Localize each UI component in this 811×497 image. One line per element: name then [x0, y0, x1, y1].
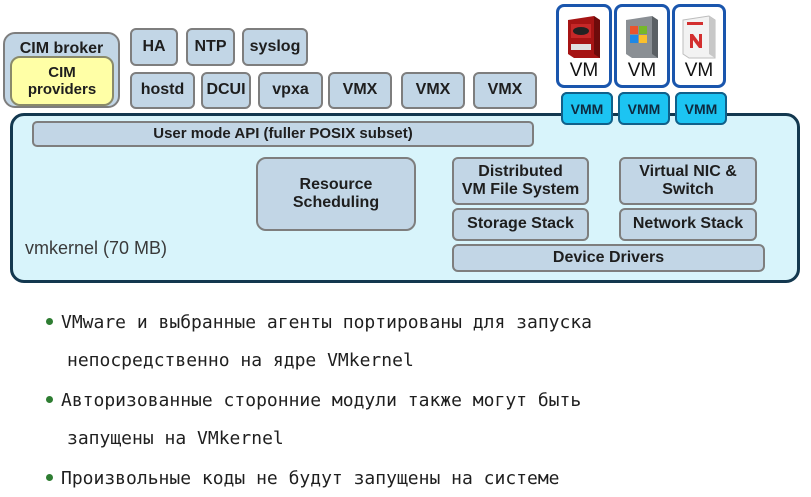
- dvfs-box: Distributed VM File System: [452, 157, 589, 205]
- storage-stack-box: Storage Stack: [452, 208, 589, 241]
- vmm-box-2-overlay: VMM: [618, 92, 670, 125]
- vmx-label: VMX: [342, 81, 378, 99]
- vm-label: VM: [684, 60, 714, 81]
- vm-card-3: VM: [672, 4, 726, 88]
- vpxa-box: vpxa: [258, 72, 323, 109]
- vmx-box-1: VMX: [328, 72, 392, 109]
- list-item: Произвольные коды не будут запущены на с…: [46, 468, 560, 489]
- list-item: Авторизованные сторонние модули также мо…: [46, 390, 581, 411]
- vm-label: VM: [627, 60, 657, 81]
- vmm-label: VMM: [627, 100, 661, 117]
- vnic-switch-label: Virtual NIC & Switch: [639, 162, 737, 198]
- bullet-text: VMware и выбранные агенты портированы дл…: [61, 312, 593, 333]
- syslog-box: syslog: [242, 28, 308, 66]
- vmm-box-1-overlay: VMM: [561, 92, 613, 125]
- vm-card-1: VM: [556, 4, 612, 88]
- resource-scheduling-label: Resource Scheduling: [292, 175, 380, 211]
- cim-providers-label: CIM providers: [27, 63, 97, 98]
- ha-box: HA: [130, 28, 178, 66]
- dvfs-label: Distributed VM File System: [461, 162, 580, 198]
- vmm-label: VMM: [684, 100, 718, 117]
- user-mode-api-label: User mode API (fuller POSIX subset): [153, 125, 413, 143]
- network-stack-box: Network Stack: [619, 208, 757, 241]
- vpxa-label: vpxa: [272, 81, 309, 99]
- bullet-text: Авторизованные сторонние модули также мо…: [61, 390, 582, 411]
- list-item: VMware и выбранные агенты портированы дл…: [46, 312, 592, 333]
- vm-label: VM: [569, 60, 599, 81]
- ha-label: HA: [142, 37, 166, 55]
- vmx-box-2: VMX: [401, 72, 465, 109]
- bullet-text: Произвольные коды не будут запущены на с…: [61, 468, 560, 489]
- bullet-dot-icon: [46, 395, 53, 403]
- ntp-box: NTP: [186, 28, 235, 66]
- hostd-box: hostd: [130, 72, 195, 109]
- cim-providers-box: CIM providers: [10, 56, 114, 106]
- vmm-label: VMM: [570, 100, 604, 117]
- ntp-label: NTP: [194, 37, 227, 55]
- bullet-dot-icon: [46, 473, 53, 481]
- resource-scheduling-box: Resource Scheduling: [256, 157, 416, 231]
- syslog-label: syslog: [249, 37, 301, 55]
- storage-stack-label: Storage Stack: [467, 215, 574, 233]
- redhat-box-icon: [568, 16, 600, 58]
- vmkernel-label: vmkernel (70 MB): [25, 238, 168, 258]
- cim-broker-label: CIM broker: [19, 40, 104, 57]
- novell-box-icon: [682, 15, 716, 59]
- device-drivers-label: Device Drivers: [552, 248, 665, 266]
- vm-card-2: VM: [614, 4, 670, 88]
- bullet-continuation: непосредственно на ядре VMkernel: [67, 350, 414, 371]
- user-mode-api-box: User mode API (fuller POSIX subset): [32, 121, 534, 147]
- vnic-switch-box: Virtual NIC & Switch: [619, 157, 757, 205]
- dcui-box: DCUI: [201, 72, 251, 109]
- dcui-label: DCUI: [206, 81, 246, 99]
- vmm-box-3-overlay: VMM: [675, 92, 727, 125]
- bullet-continuation: запущены на VMkernel: [67, 428, 284, 449]
- bullet-dot-icon: [46, 317, 53, 325]
- vmx-label: VMX: [487, 81, 523, 99]
- vmx-box-3: VMX: [473, 72, 537, 109]
- network-stack-label: Network Stack: [632, 215, 744, 233]
- vmx-label: VMX: [415, 81, 451, 99]
- windows-box-icon: [626, 16, 658, 58]
- hostd-label: hostd: [140, 81, 185, 99]
- device-drivers-box: Device Drivers: [452, 244, 765, 272]
